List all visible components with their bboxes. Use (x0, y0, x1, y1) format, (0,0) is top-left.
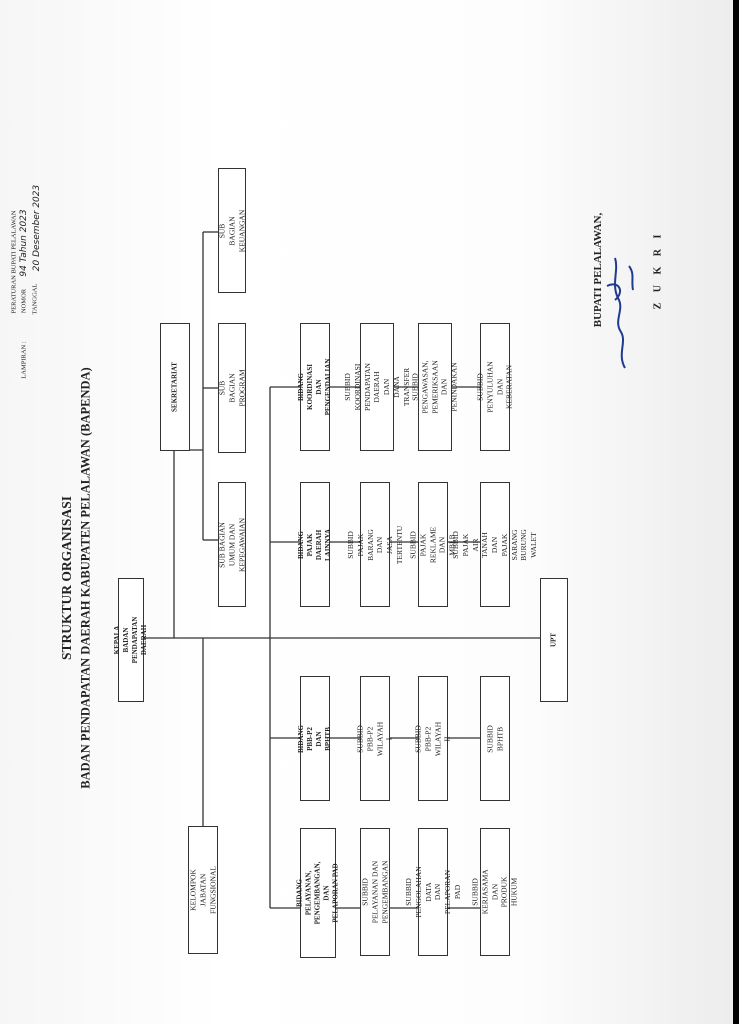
chart-title: STRUKTUR ORGANISASI (59, 496, 74, 660)
box-subbid-pelayanan: SUBBID PELAYANAN DAN PENGEMBANGAN (360, 828, 390, 956)
tanggal-value: 20 Desember 2023 (32, 184, 42, 272)
box-subbid-reklame: SUBBID PAJAK REKLAME DAN MBLB (409, 482, 457, 607)
signatory-name: Z U K R I (652, 230, 664, 310)
signature-scribble (606, 257, 634, 369)
kepala-label: KEPALA BADAN PENDAPATAN DAERAH (112, 616, 149, 664)
bidang-pajak-lainnya-label: BIDANG PAJAK DAERAH LAINNYA (296, 528, 333, 561)
sub-umum-label: SUB BAGIAN UMUM DAN KEPEGAWAIAN (217, 517, 246, 572)
box-bidang-pajak-lainnya: BIDANG PAJAK DAERAH LAINNYA (296, 482, 333, 607)
subbid-air-tanah-label: SUBBID PAJAK AIR TANAH DAN PAJAK SARANG … (451, 528, 539, 561)
subbid-pengolahan-label: SUBBID PENGOLAHAN DATA DAN PELAPORAN PAD (403, 866, 462, 918)
box-bidang-pbb: BIDANG PBB-P2 DAN BPHTB (296, 676, 333, 801)
lampiran-label: LAMPIRAN : (20, 341, 28, 379)
box-bidang-pelayanan: BIDANG PELAYANAN, PENGEMBANGAN, DAN PELA… (295, 828, 340, 958)
bidang-pelayanan-label: BIDANG PELAYANAN, PENGEMBANGAN, DAN PELA… (295, 861, 340, 925)
tanggal-label: TANGGAL (31, 283, 39, 315)
jabatan-fungsional-label: KELOMPOK JABATAN FUNGSIONAL (188, 866, 217, 914)
box-sub-umum: SUB BAGIAN UMUM DAN KEPEGAWAIAN (217, 482, 246, 607)
box-subbid-pengawasan: SUBBID PENGAWASAN, PEMERIKSAAN DAN PENIN… (411, 323, 459, 451)
subbid-reklame-label: SUBBID PAJAK REKLAME DAN MBLB (408, 526, 457, 563)
subbid-kerjasama-label: SUBBID KERJASAMA DAN PRODUK HUKUM (470, 869, 519, 915)
upt-label: UPT (549, 633, 558, 647)
box-subbid-penyuluhan: SUBBID PENYULUHAN DAN KEBERATAN (476, 323, 514, 451)
sub-keuangan-label: SUB BAGIAN KEUANGAN (217, 209, 246, 252)
box-bidang-koordinasi: BIDANG KOORDINASI DAN PENGENDALIAN (296, 323, 333, 451)
box-subbid-wilayah2: SUBBID PBB-P2 WILAYAH II (414, 676, 452, 801)
chart-subtitle: BADAN PENDAPATAN DAERAH KABUPATEN PELALA… (78, 367, 93, 789)
subbid-wilayah1-label: SUBBID PBB-P2 WILAYAH I (355, 721, 394, 756)
bidang-koordinasi-label: BIDANG KOORDINASI DAN PENGENDALIAN (296, 358, 333, 416)
bidang-pbb-label: BIDANG PBB-P2 DAN BPHTB (296, 724, 333, 753)
sekretariat-label: SEKRETARIAT (170, 362, 179, 412)
box-subbid-kerjasama: SUBBID KERJASAMA DAN PRODUK HUKUM (471, 828, 519, 956)
subbid-koordinasi-label: SUBBID KOORDINASI PENDAPATAN DAERAH DAN … (342, 363, 411, 411)
nomor-label: NOMOR (20, 288, 28, 314)
sub-program-label: SUB BAGIAN PROGRAM (217, 369, 246, 407)
box-sub-keuangan: SUB BAGIAN KEUANGAN (217, 168, 246, 293)
subbid-wilayah2-label: SUBBID PBB-P2 WILAYAH II (413, 721, 452, 756)
photo-edge (733, 0, 739, 1024)
subbid-pengawasan-label: SUBBID PENGAWASAN, PEMERIKSAAN DAN PENIN… (410, 360, 459, 414)
subbid-penyuluhan-label: SUBBID PENYULUHAN DAN KEBERATAN (475, 361, 514, 413)
box-subbid-barang-jasa: SUBBID PAJAK BARANG DAN JASA TERTENTU (346, 482, 404, 607)
subbid-pelayanan-label: SUBBID PELAYANAN DAN PENGEMBANGAN (360, 860, 389, 924)
box-subbid-bphtb: SUBBID BPHTB (480, 676, 510, 801)
box-subbid-koordinasi: SUBBID KOORDINASI PENDAPATAN DAERAH DAN … (343, 323, 410, 451)
subbid-bphtb-label: SUBBID BPHTB (485, 724, 504, 753)
subbid-barang-jasa-label: SUBBID PAJAK BARANG DAN JASA TERTENTU (345, 525, 404, 564)
box-sub-program: SUB BAGIAN PROGRAM (217, 323, 246, 453)
box-subbid-pengolahan: SUBBID PENGOLAHAN DATA DAN PELAPORAN PAD (404, 828, 462, 956)
box-sekretariat: SEKRETARIAT (160, 323, 190, 451)
nomor-value: 94 Tahun 2023 (19, 209, 29, 277)
box-subbid-wilayah1: SUBBID PBB-P2 WILAYAH I (356, 676, 394, 801)
box-upt: UPT (540, 578, 568, 702)
box-jabatan-fungsional: KELOMPOK JABATAN FUNGSIONAL (188, 826, 218, 954)
box-kepala: KEPALA BADAN PENDAPATAN DAERAH (113, 578, 148, 702)
box-subbid-air-tanah: SUBBID PAJAK AIR TANAH DAN PAJAK SARANG … (451, 482, 538, 607)
